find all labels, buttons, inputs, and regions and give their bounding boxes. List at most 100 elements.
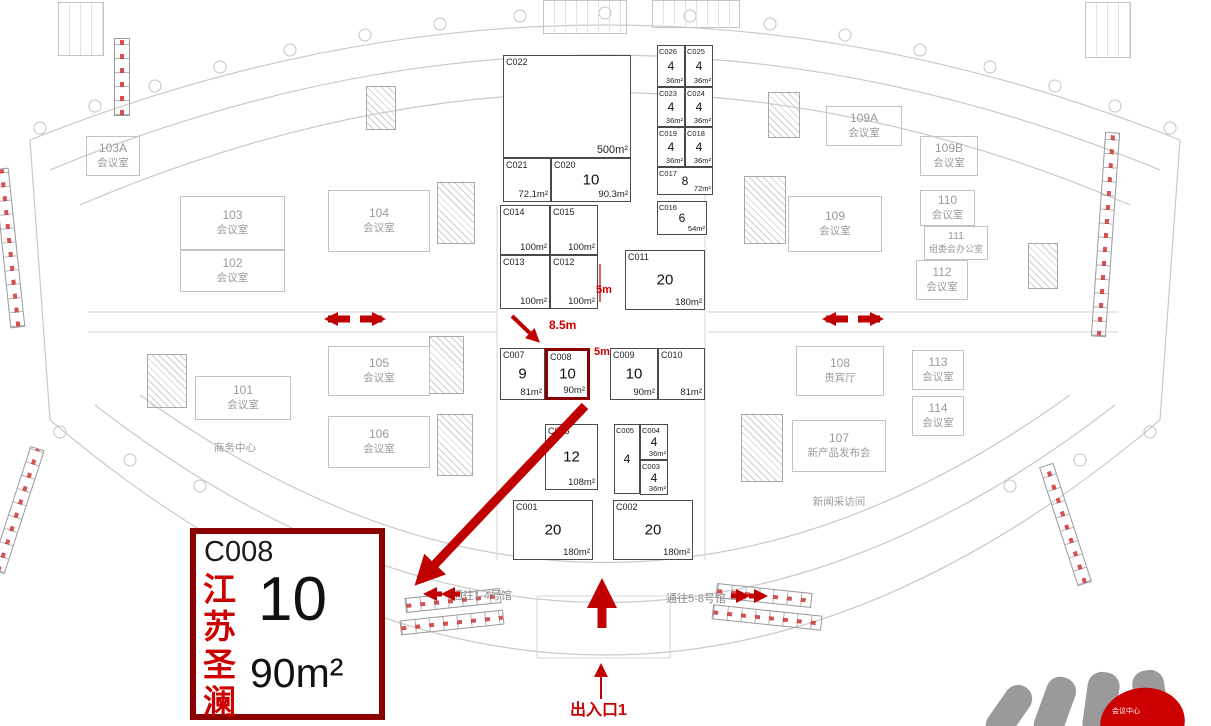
booth-area: 36m²	[665, 76, 683, 85]
perimeter-structure	[543, 0, 627, 34]
room-press: 新闻采访间	[796, 490, 882, 516]
booth-c022: C022 500m²	[503, 55, 631, 158]
room-label: 会议室	[216, 223, 249, 236]
room-label: 新闻采访间	[812, 496, 866, 509]
room-number: 103A	[98, 141, 128, 156]
booth-area: 54m²	[687, 224, 705, 233]
booth-count: 4	[650, 470, 658, 485]
booth-id: C026	[659, 47, 677, 56]
booth-id: C015	[553, 207, 575, 217]
dimension-label: 5m	[594, 346, 610, 358]
room-label: 组委会办公室	[928, 243, 983, 254]
booth-id: C025	[687, 47, 705, 56]
booth-c003: C003 4 36m²	[640, 460, 668, 495]
booth-c002: C002 20 180m²	[613, 500, 693, 560]
booth-count: 4	[650, 435, 658, 449]
room-number: 107	[828, 431, 850, 446]
room-label: 新产品发布会	[807, 446, 871, 459]
booth-count: 4	[667, 59, 675, 73]
room-number: 108	[829, 356, 851, 371]
room-number: 113	[928, 355, 948, 370]
booth-c011: C011 20 180m²	[625, 250, 705, 310]
room-113: 113 会议室	[912, 350, 964, 390]
booth-count: 4	[695, 100, 703, 114]
room-number: 109A	[849, 111, 879, 126]
booth-count: 10	[559, 365, 576, 383]
stair-core	[768, 92, 800, 138]
to-halls-1-4-label: 通往1-4号馆	[452, 590, 512, 602]
room-114: 114 会议室	[912, 396, 964, 436]
booth-area: 81m²	[680, 387, 702, 398]
booth-id: C005	[616, 426, 634, 435]
booth-area: 36m²	[693, 156, 711, 165]
booth-count: 9	[518, 365, 527, 383]
booth-c018: C018 4 36m²	[685, 127, 713, 167]
booth-strip	[0, 445, 45, 575]
room-104: 104 会议室	[328, 190, 430, 252]
booth-id: C003	[642, 462, 660, 471]
booth-area: 100m²	[520, 242, 547, 253]
booth-id: C024	[687, 89, 705, 98]
room-number: 101	[232, 383, 254, 398]
booth-strip	[1039, 462, 1092, 587]
perimeter-structure	[1085, 2, 1131, 58]
room-number: 109B	[934, 141, 964, 156]
booth-count: 6	[678, 211, 686, 225]
booth-c021: C021 72.1m²	[503, 158, 551, 202]
booth-area: 36m²	[648, 449, 666, 458]
booth-c023: C023 4 36m²	[657, 87, 685, 127]
room-label: 会议室	[216, 271, 249, 284]
room-label: 会议室	[922, 416, 954, 429]
booth-c015: C015 100m²	[550, 205, 598, 255]
booth-count: 4	[667, 100, 675, 114]
booth-strip	[399, 609, 505, 636]
booth-area: 100m²	[568, 296, 595, 307]
room-107-launch: 107 新产品发布会	[792, 420, 886, 472]
room-label: 会议室	[819, 224, 851, 237]
booth-id: C013	[503, 257, 525, 267]
booth-c001: C001 20 180m²	[513, 500, 593, 560]
room-label: 会议室	[933, 156, 965, 169]
booth-count: 8	[681, 174, 689, 188]
booth-c025: C025 4 36m²	[685, 45, 713, 87]
booth-count: 4	[667, 140, 675, 154]
room-label: 会议室	[848, 126, 880, 139]
room-number: 102	[222, 256, 243, 271]
room-112: 112 会议室	[916, 260, 968, 300]
stair-core	[437, 414, 473, 476]
booth-id: C016	[659, 203, 677, 212]
booth-id: C002	[616, 502, 638, 512]
booth-c009: C009 10 90m²	[610, 348, 658, 400]
room-label: 会议室	[922, 370, 954, 383]
booth-area: 90m²	[563, 385, 585, 396]
booth-id: C007	[503, 350, 525, 360]
booth-id: C001	[516, 502, 538, 512]
booth-strip	[711, 604, 823, 631]
logo-label: 会议中心	[1112, 708, 1140, 715]
room-105: 105 会议室	[328, 346, 430, 396]
booth-c007: C007 9 81m²	[500, 348, 545, 400]
booth-area: 36m²	[665, 116, 683, 125]
stair-core	[744, 176, 786, 244]
room-number: 103	[222, 208, 243, 223]
booth-area: 90.3m²	[598, 189, 628, 200]
booth-count: 4	[695, 59, 703, 73]
room-number: 110	[937, 193, 958, 208]
booth-id: C008	[550, 352, 572, 362]
dimension-label: 8.5m	[549, 318, 577, 332]
booth-count: 20	[544, 521, 562, 539]
booth-area: 36m²	[665, 156, 683, 165]
room-102: 102 会议室	[180, 250, 285, 292]
room-label: 会议室	[227, 398, 259, 411]
booth-id: C019	[659, 129, 677, 138]
room-106: 106 会议室	[328, 416, 430, 468]
booth-c008-highlighted: C008 10 90m²	[545, 348, 590, 400]
perimeter-structure	[58, 2, 104, 56]
booth-c019: C019 4 36m²	[657, 127, 685, 167]
booth-area: 72m²	[693, 184, 711, 193]
room-109a: 109A 会议室	[826, 106, 902, 146]
room-number: 109	[824, 209, 846, 224]
to-halls-5-8-label: 通往5-8号馆	[666, 593, 726, 605]
stair-core	[366, 86, 396, 130]
